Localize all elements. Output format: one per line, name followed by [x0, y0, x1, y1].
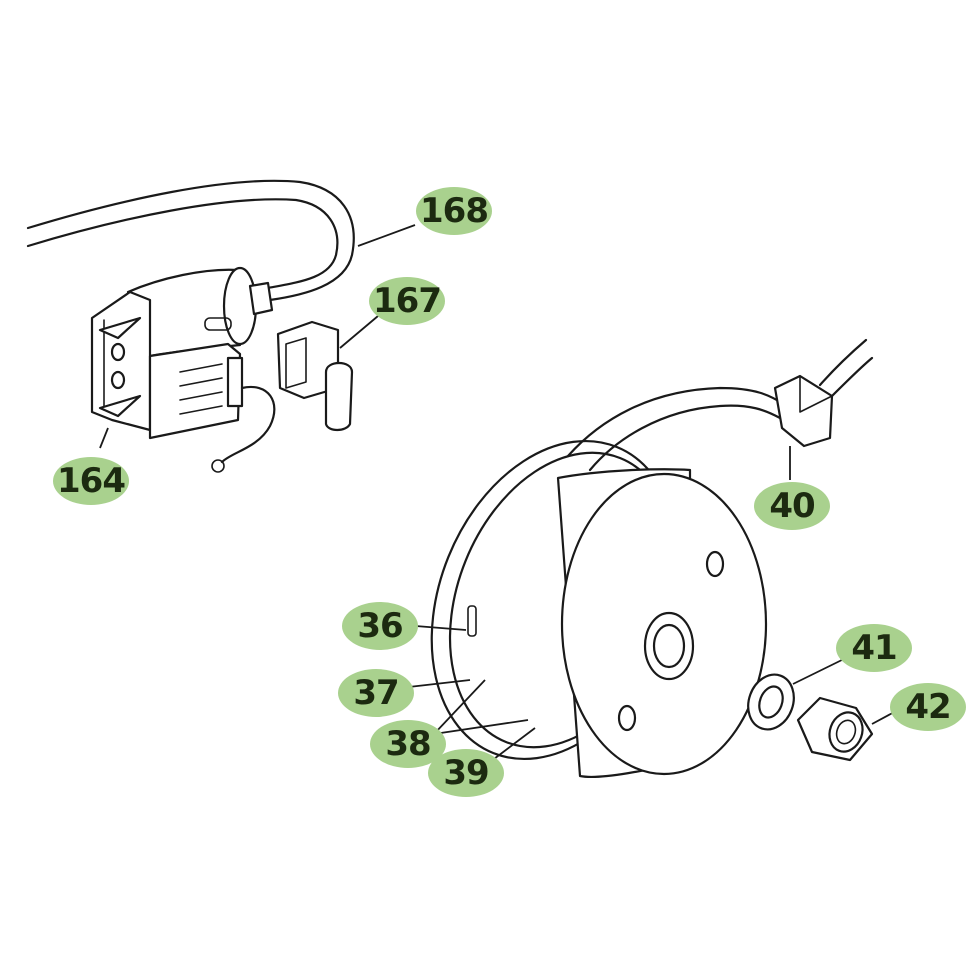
washer — [747, 673, 795, 731]
callout-167: 167 — [369, 277, 445, 325]
callout-38: 38 — [370, 720, 446, 768]
callout-40: 40 — [754, 482, 830, 530]
nut — [796, 696, 874, 762]
flywheel-assembly — [430, 338, 874, 778]
ignition-coil — [90, 266, 276, 473]
callout-42: 42 — [890, 683, 966, 731]
callout-37: 37 — [338, 669, 414, 717]
spark-plug-cap — [276, 320, 354, 432]
callout-41: 41 — [836, 624, 912, 672]
ht-cable — [26, 179, 355, 302]
callout-164: 164 — [53, 457, 129, 505]
callout-39: 39 — [428, 749, 504, 797]
callout-36: 36 — [342, 602, 418, 650]
leader-lines — [99, 224, 899, 763]
callout-168: 168 — [416, 187, 492, 235]
